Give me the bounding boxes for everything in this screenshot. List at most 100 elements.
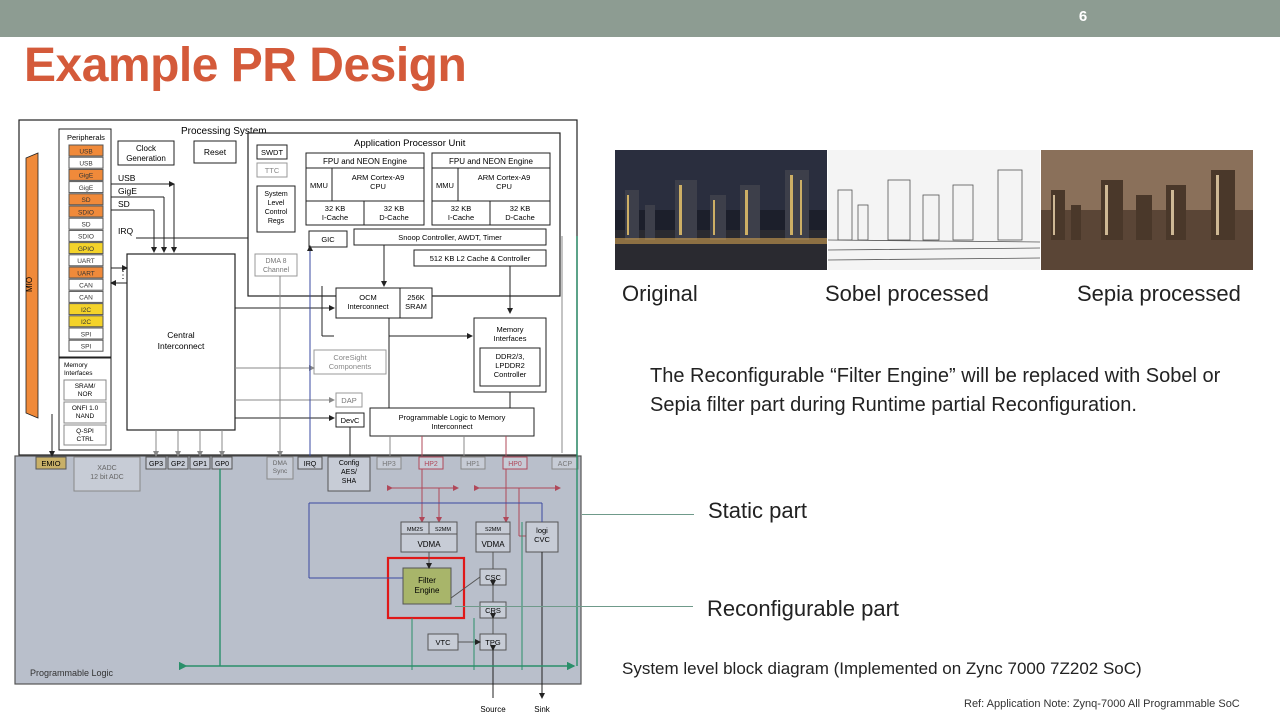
- svg-text:SRAM/NOR: SRAM/NOR: [75, 383, 96, 398]
- peripheral-item-label: GigE: [79, 185, 94, 192]
- top-bar: [0, 0, 1280, 37]
- mio-label: MIO: [25, 277, 34, 292]
- svg-text:MMU: MMU: [436, 181, 454, 190]
- peripheral-item: [68, 254, 104, 267]
- svg-text:GIC: GIC: [321, 235, 335, 244]
- peripheral-item: [68, 303, 104, 316]
- svg-text:IRQ: IRQ: [304, 461, 317, 468]
- usb-label: USB: [118, 173, 136, 183]
- peripheral-item: [68, 278, 104, 291]
- peripheral-item-label: SD: [81, 197, 90, 204]
- gp-port: [211, 456, 233, 470]
- peripheral-item-label: GigE: [79, 173, 94, 180]
- reconfigurable-part-label: Reconfigurable part: [707, 596, 900, 621]
- peripheral-item-label: GPIO: [78, 246, 94, 253]
- system-caption: System level block diagram (Implemented …: [622, 659, 1142, 678]
- original-caption: Original: [622, 281, 698, 306]
- svg-text:Snoop Controller, AWDT, Timer: Snoop Controller, AWDT, Timer: [398, 233, 502, 242]
- slide-number: 6: [1078, 8, 1088, 25]
- peripheral-item-label: SDIO: [78, 234, 94, 241]
- svg-text:VDMA: VDMA: [417, 540, 441, 549]
- gp-port-label: GP3: [149, 461, 163, 468]
- filter-engine-block: [402, 567, 452, 605]
- svg-text:FPU and NEON Engine: FPU and NEON Engine: [449, 157, 534, 166]
- peripheral-item: [68, 205, 104, 218]
- reconfigurable-callout-line: [455, 606, 693, 607]
- svg-text:S2MM: S2MM: [435, 527, 451, 533]
- svg-text:32 KBI-Cache: 32 KBI-Cache: [322, 204, 348, 222]
- hp-port-label: HP2: [424, 461, 438, 468]
- peripheral-item: [68, 193, 104, 206]
- hp-port: [418, 456, 444, 470]
- gp-port-label: GP1: [193, 461, 207, 468]
- peripheral-item: [68, 229, 104, 242]
- svg-text:32 KBD-Cache: 32 KBD-Cache: [505, 204, 535, 222]
- sobel-image: [828, 150, 1040, 270]
- peripheral-item: [68, 144, 104, 157]
- sink-label: Sink: [534, 705, 551, 714]
- block-diagram: Processing System MIO Peripherals USBUSB…: [14, 119, 582, 714]
- svg-text:EMIO: EMIO: [41, 459, 60, 468]
- sepia-image: [1041, 150, 1253, 270]
- reference-note: Ref: Application Note: Zynq-7000 All Pro…: [964, 698, 1240, 710]
- peripheral-list: USBUSBGigEGigESDSDIOSDSDIOGPIOUARTUARTCA…: [68, 144, 104, 352]
- peripheral-item-label: UART: [77, 258, 95, 265]
- svg-text:SWDT: SWDT: [261, 148, 283, 157]
- gp-port-label: GP0: [215, 461, 229, 468]
- peripheral-item-label: SPI: [81, 344, 92, 351]
- peripheral-item: [68, 181, 104, 194]
- svg-text:MM2S: MM2S: [407, 527, 423, 533]
- sobel-caption: Sobel processed: [825, 281, 989, 306]
- peripheral-item: [68, 266, 104, 279]
- svg-text:FPU and NEON Engine: FPU and NEON Engine: [323, 157, 408, 166]
- peripheral-item-label: I2C: [81, 319, 91, 326]
- irq-label: IRQ: [118, 226, 134, 236]
- static-part-label: Static part: [708, 498, 808, 523]
- svg-text:ACP: ACP: [558, 461, 573, 468]
- original-image: [615, 150, 827, 270]
- peripheral-item: [68, 168, 104, 181]
- peripheral-item: [68, 315, 104, 328]
- hp-port: [376, 456, 402, 470]
- peripheral-item: [68, 327, 104, 340]
- description-text: The Reconfigurable “Filter Engine” will …: [650, 365, 1221, 416]
- hp-port-label: HP1: [466, 461, 480, 468]
- svg-text:S2MM: S2MM: [485, 527, 501, 533]
- programmable-logic-label: Programmable Logic: [30, 668, 114, 678]
- peripheral-item: [68, 242, 104, 255]
- gige-label: GigE: [118, 186, 137, 196]
- peripherals-label: Peripherals: [67, 133, 105, 142]
- svg-text:VDMA: VDMA: [481, 540, 505, 549]
- processing-system-label: Processing System: [181, 126, 267, 137]
- peripheral-item-label: SD: [81, 222, 90, 229]
- sd-label: SD: [118, 199, 130, 209]
- apu-label: Application Processor Unit: [354, 138, 466, 149]
- svg-text:32 KBD-Cache: 32 KBD-Cache: [379, 204, 409, 222]
- svg-text:DevC: DevC: [341, 416, 360, 425]
- svg-text:CSC: CSC: [485, 573, 501, 582]
- peripheral-item-label: CAN: [79, 283, 93, 290]
- gp-port: [145, 456, 167, 470]
- svg-text:MMU: MMU: [310, 181, 328, 190]
- source-label: Source: [480, 705, 506, 714]
- peripheral-item: [68, 290, 104, 303]
